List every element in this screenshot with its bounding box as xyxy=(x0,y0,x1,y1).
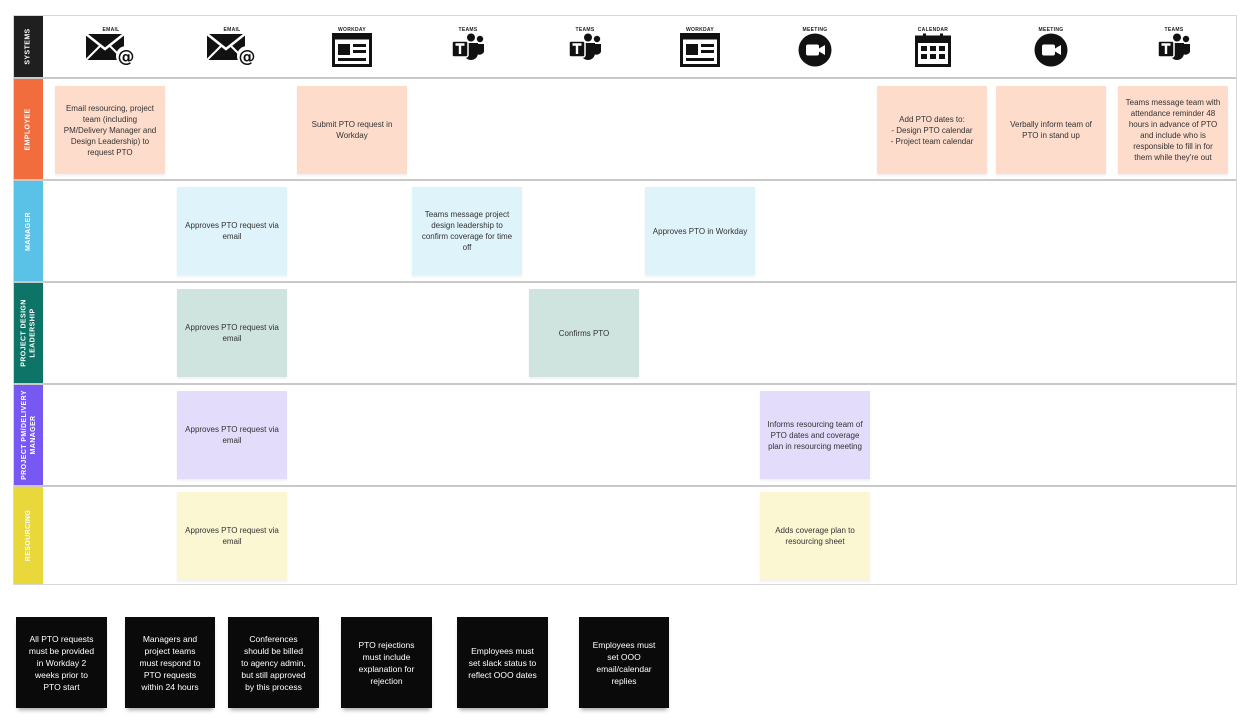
lane-label-employee-text: EMPLOYEE xyxy=(25,107,33,151)
lane-employee: EMPLOYEE Email resourcing, project team … xyxy=(14,79,1236,181)
email-icon xyxy=(85,33,137,67)
system-label: MEETING xyxy=(802,27,828,33)
note-text: Adds coverage plan to resourcing sheet xyxy=(775,526,855,546)
rule-note-slack-status[interactable]: Employees must set slack status to refle… xyxy=(457,617,548,708)
note-text: Approves PTO request via email xyxy=(185,425,279,445)
sticky-note-manager-approve-workday[interactable]: Approves PTO in Workday xyxy=(645,187,755,275)
swimlane-board: SYSTEMS EMAIL EMAIL WORKDAY TEAMS TEAMS … xyxy=(13,15,1237,585)
system-label: TEAMS xyxy=(575,27,595,33)
sticky-note-pdl-confirms[interactable]: Confirms PTO xyxy=(529,289,639,377)
note-text: Add PTO dates to: - Design PTO calendar … xyxy=(890,114,974,146)
system-label: CALENDAR xyxy=(917,27,949,33)
sticky-note-resourcing-approve-email[interactable]: Approves PTO request via email xyxy=(177,492,287,580)
system-label: WORKDAY xyxy=(685,27,715,33)
sticky-note-pm-informs-resourcing[interactable]: Informs resourcing team of PTO dates and… xyxy=(760,391,870,479)
system-column-meeting: MEETING xyxy=(996,16,1106,78)
system-column-teams: TEAMS xyxy=(530,16,640,78)
rule-note-workday-advance[interactable]: All PTO requests must be provided in Wor… xyxy=(16,617,107,708)
lane-systems: SYSTEMS EMAIL EMAIL WORKDAY TEAMS TEAMS … xyxy=(14,16,1236,79)
teams-icon xyxy=(568,33,602,61)
note-text: Submit PTO request in Workday xyxy=(311,120,393,140)
note-text: Approves PTO request via email xyxy=(185,323,279,343)
note-text: Approves PTO in Workday xyxy=(652,226,748,236)
sticky-note-verbal-inform[interactable]: Verbally inform team of PTO in stand up xyxy=(996,86,1106,174)
rule-text: All PTO requests must be provided in Wor… xyxy=(28,633,95,692)
video-icon xyxy=(1034,33,1068,67)
sticky-note-pdl-approve-email[interactable]: Approves PTO request via email xyxy=(177,289,287,377)
lane-label-employee: EMPLOYEE xyxy=(14,79,43,179)
sticky-note-teams-reminder[interactable]: Teams message team with attendance remin… xyxy=(1118,86,1228,174)
system-label: EMAIL xyxy=(102,27,120,33)
workday-icon xyxy=(680,33,720,67)
system-label: TEAMS xyxy=(1164,27,1184,33)
system-column-email: EMAIL xyxy=(56,16,166,78)
note-text: Approves PTO request via email xyxy=(185,221,279,241)
lane-project-design-leadership: PROJECT DESIGN LEADERSHIP Approves PTO r… xyxy=(14,283,1236,385)
note-text: Email resourcing, project team (includin… xyxy=(63,103,157,157)
rule-text: Managers and project teams must respond … xyxy=(139,633,201,692)
lane-label-pdl-line2: LEADERSHIP xyxy=(29,308,37,358)
rule-note-respond-24h[interactable]: Managers and project teams must respond … xyxy=(125,617,215,708)
workday-icon xyxy=(332,33,372,67)
note-text: Approves PTO request via email xyxy=(185,526,279,546)
lane-label-systems: SYSTEMS xyxy=(14,16,43,77)
rule-note-conferences[interactable]: Conferences should be billed to agency a… xyxy=(228,617,319,708)
sticky-note-submit-workday[interactable]: Submit PTO request in Workday xyxy=(297,86,407,174)
rule-text: PTO rejections must include explanation … xyxy=(358,639,415,686)
system-column-email: EMAIL xyxy=(177,16,287,78)
lane-label-pm-line1: PROJECT PM/DELIVERY xyxy=(20,390,28,480)
lane-manager: MANAGER Approves PTO request via email T… xyxy=(14,181,1236,283)
system-column-teams: TEAMS xyxy=(1119,16,1229,78)
system-column-teams: TEAMS xyxy=(413,16,523,78)
video-icon xyxy=(798,33,832,67)
rule-note-ooo-replies[interactable]: Employees must set OOO email/calendar re… xyxy=(579,617,669,708)
system-column-meeting: MEETING xyxy=(760,16,870,78)
note-text: Teams message team with attendance remin… xyxy=(1125,98,1221,162)
system-label: MEETING xyxy=(1038,27,1064,33)
teams-icon xyxy=(451,33,485,61)
sticky-note-pm-approve-email[interactable]: Approves PTO request via email xyxy=(177,391,287,479)
lane-label-pm: PROJECT PM/DELIVERY MANAGER xyxy=(14,385,43,485)
note-text: Teams message project design leadership … xyxy=(421,210,513,252)
lane-label-pdl: PROJECT DESIGN LEADERSHIP xyxy=(14,283,43,383)
note-text: Informs resourcing team of PTO dates and… xyxy=(767,419,863,451)
rule-text: Conferences should be billed to agency a… xyxy=(241,633,306,692)
system-label: WORKDAY xyxy=(337,27,367,33)
lane-label-resourcing-text: RESOURCING xyxy=(25,509,33,562)
system-column-workday: WORKDAY xyxy=(645,16,755,78)
note-text: Verbally inform team of PTO in stand up xyxy=(1010,120,1092,140)
lane-label-pm-text: PROJECT PM/DELIVERY MANAGER xyxy=(20,390,38,480)
lane-resourcing: RESOURCING Approves PTO request via emai… xyxy=(14,487,1236,584)
lane-label-pdl-text: PROJECT DESIGN LEADERSHIP xyxy=(20,299,38,366)
sticky-note-resourcing-coverage[interactable]: Adds coverage plan to resourcing sheet xyxy=(760,492,870,580)
system-column-workday: WORKDAY xyxy=(297,16,407,78)
sticky-note-add-calendar-dates[interactable]: Add PTO dates to: - Design PTO calendar … xyxy=(877,86,987,174)
rule-text: Employees must set slack status to refle… xyxy=(468,645,537,680)
note-text: Confirms PTO xyxy=(558,328,610,338)
teams-icon xyxy=(1157,33,1191,61)
lane-label-systems-text: SYSTEMS xyxy=(25,28,33,65)
lane-label-pm-line2: MANAGER xyxy=(29,415,37,455)
lane-label-manager: MANAGER xyxy=(14,181,43,281)
rule-note-rejections[interactable]: PTO rejections must include explanation … xyxy=(341,617,432,708)
calendar-icon xyxy=(915,33,951,67)
lane-project-pm-delivery-manager: PROJECT PM/DELIVERY MANAGER Approves PTO… xyxy=(14,385,1236,487)
system-label: TEAMS xyxy=(458,27,478,33)
sticky-note-email-request[interactable]: Email resourcing, project team (includin… xyxy=(55,86,165,174)
sticky-note-manager-approve-email[interactable]: Approves PTO request via email xyxy=(177,187,287,275)
lane-label-resourcing: RESOURCING xyxy=(14,487,43,584)
sticky-note-manager-teams-message[interactable]: Teams message project design leadership … xyxy=(412,187,522,275)
system-label: EMAIL xyxy=(223,27,241,33)
system-column-calendar: CALENDAR xyxy=(878,16,988,78)
lane-label-pdl-line1: PROJECT DESIGN xyxy=(20,299,28,367)
email-icon xyxy=(206,33,258,67)
rule-text: Employees must set OOO email/calendar re… xyxy=(592,639,656,686)
lane-label-manager-text: MANAGER xyxy=(25,211,32,251)
